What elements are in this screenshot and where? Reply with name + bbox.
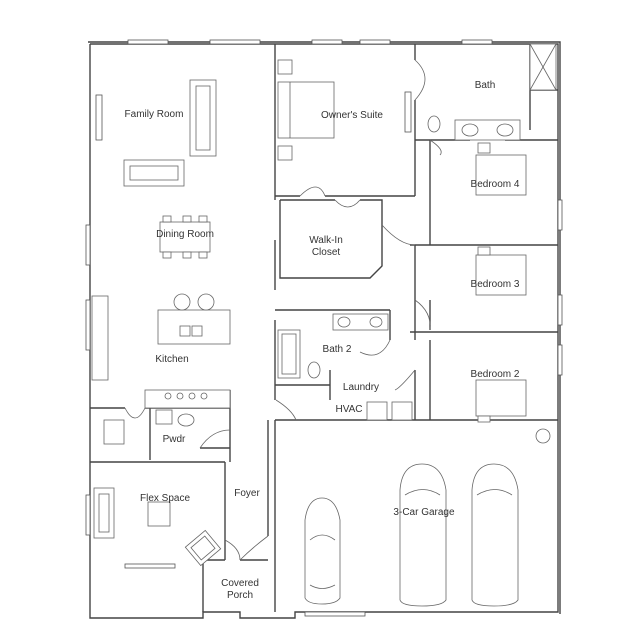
label-hvac: HVAC [335,404,362,415]
label-foyer: Foyer [234,488,260,499]
label-closet: Closet [312,247,341,258]
label-garage: 3-Car Garage [393,507,455,518]
label-bedroom-2: Bedroom 2 [471,369,520,380]
label-porch: Porch [227,590,253,601]
label-bath: Bath [475,80,496,91]
label-kitchen: Kitchen [155,354,188,365]
furniture [91,43,557,567]
windows [85,39,563,617]
label-bedroom-4: Bedroom 4 [471,179,520,190]
room-labels: Family Room Owner's Suite Bath Bedroom 4… [125,80,520,601]
label-bedroom-3: Bedroom 3 [471,279,520,290]
interior-walls [90,44,558,612]
label-bath-2: Bath 2 [323,344,352,355]
label-walk-in: Walk-In [309,235,343,246]
label-flex-space: Flex Space [140,493,190,504]
label-owners-suite: Owner's Suite [321,110,383,121]
label-covered: Covered [221,578,259,589]
label-laundry: Laundry [343,382,379,393]
label-family-room: Family Room [125,109,184,120]
label-pwdr: Pwdr [163,434,186,445]
doors [124,59,442,561]
vehicles [304,463,519,607]
label-dining-room: Dining Room [156,229,214,240]
